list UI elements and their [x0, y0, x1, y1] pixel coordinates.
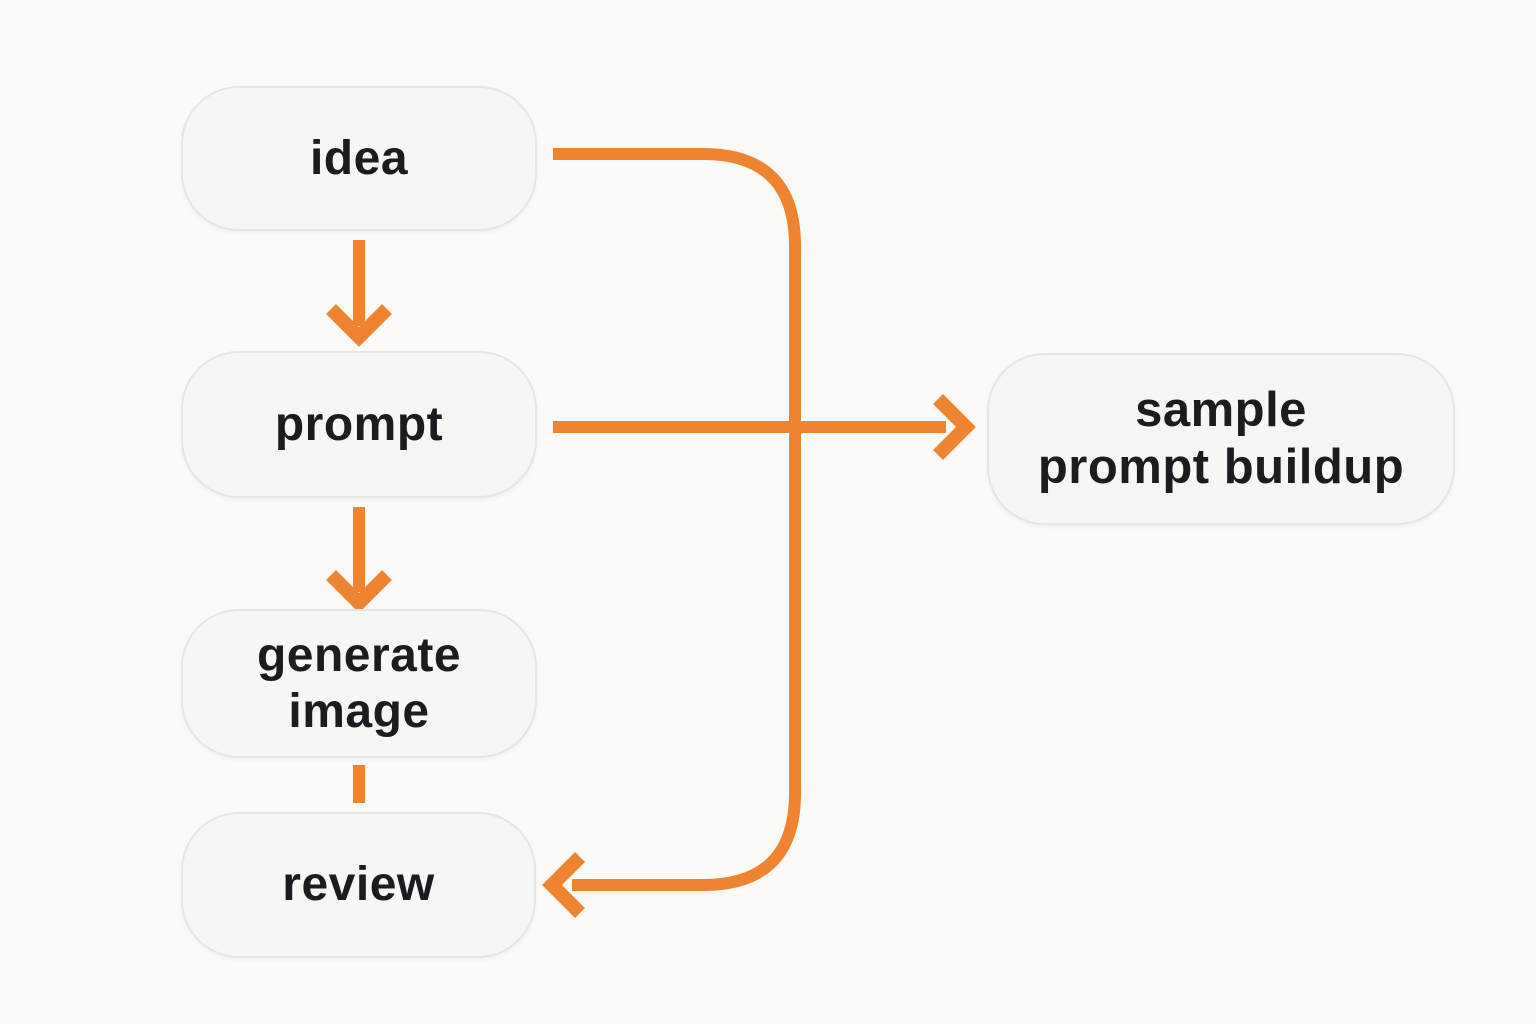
- arrowhead-right-icon: [933, 394, 976, 460]
- edge-idea-to-review-loop: [542, 148, 801, 918]
- node-generate-image: generate image: [181, 609, 537, 758]
- node-label-line1: generate: [256, 628, 462, 682]
- arrowhead-down-icon: [326, 570, 392, 613]
- node-label: idea: [309, 131, 409, 185]
- node-label-line1: sample: [1135, 383, 1307, 438]
- edge-idea-to-prompt: [326, 240, 392, 347]
- arrowhead-left-icon: [542, 852, 585, 918]
- node-label: review: [282, 858, 435, 912]
- node-label: prompt: [274, 397, 444, 451]
- node-label-line2: prompt buildup: [1037, 440, 1405, 494]
- edge-prompt-to-generate-image: [326, 507, 392, 613]
- node-label-line2: image: [288, 684, 430, 738]
- node-idea: idea: [181, 86, 537, 231]
- node-sample-prompt-buildup: sample prompt buildup: [987, 353, 1455, 525]
- edge-prompt-to-sample: [553, 394, 976, 460]
- arrowhead-down-icon: [326, 304, 392, 347]
- node-prompt: prompt: [181, 351, 537, 498]
- node-review: review: [181, 812, 536, 958]
